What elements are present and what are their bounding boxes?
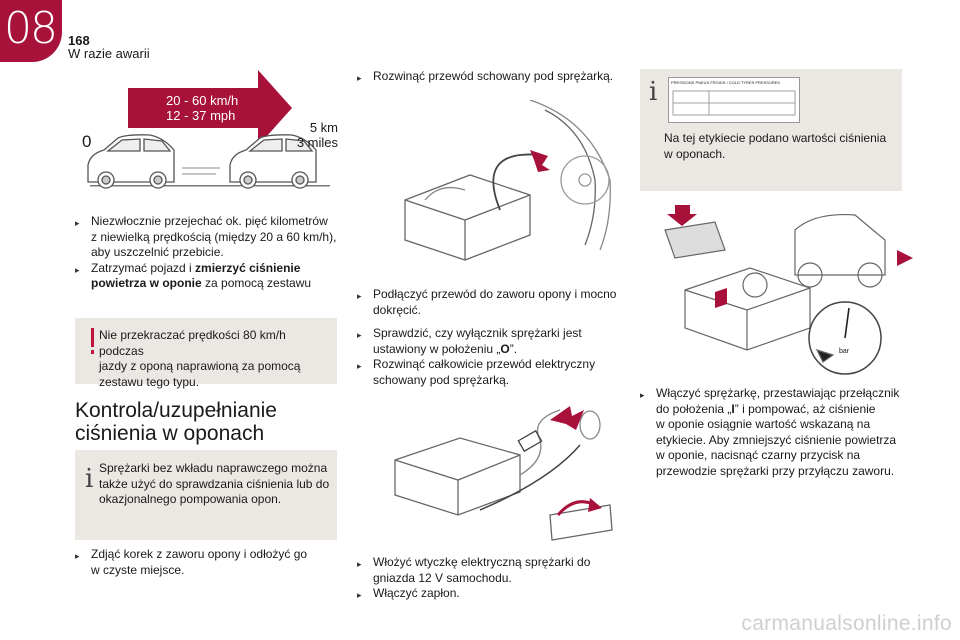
col1-steps: ▸ Niezwłocznie przejechać ok. pięć kilom… [75, 214, 337, 292]
warning-box: Nie przekraczać prędkości 80 km/h podcza… [75, 318, 337, 389]
speed-illustration: 20 - 60 km/h 12 - 37 mph 0 5 km 3 miles [70, 68, 340, 208]
section-title: W razie awarii [68, 46, 150, 61]
bullet-icon: ▸ [357, 361, 362, 371]
bullet-icon: ▸ [75, 218, 80, 228]
bullet-icon: ▸ [357, 73, 362, 83]
distance-km: 5 km [309, 120, 338, 135]
gauge-unit: bar [839, 348, 850, 355]
tyre-label-info-box: i PRESSIONS PNEUS FROIDS / COLD TYRES PR… [640, 69, 902, 191]
watermark: carmanualsonline.info [741, 612, 952, 635]
bullet-icon: ▸ [75, 264, 80, 275]
bullet-icon: ▸ [357, 291, 362, 301]
chapter-number: 08 [4, 3, 58, 54]
gauge-illustration: bar [655, 200, 925, 375]
car-icon [87, 134, 175, 189]
speed-arrow-graphic [87, 70, 330, 189]
list-item: ▸ Podłączyć przewód do zaworu opony i mo… [357, 287, 617, 317]
warning-text: Nie przekraczać prędkości 80 km/h podcza… [99, 328, 301, 389]
speed-kmh-label: 20 - 60 km/h [166, 93, 239, 108]
distance-label: 5 km 3 miles [297, 120, 338, 150]
bullet-icon: ▸ [640, 390, 645, 400]
list-item: ▸ Zdjąć korek z zaworu opony i odłożyć g… [75, 547, 308, 577]
plug-illustration [380, 400, 620, 550]
warning-icon [91, 328, 94, 354]
col2-step-1: ▸ Rozwinąć przewód schowany pod sprężark… [357, 69, 622, 87]
info-icon: i [85, 464, 94, 494]
list-item: ▸ Niezwłocznie przejechać ok. pięć kilom… [75, 214, 337, 259]
speed-mph-label: 12 - 37 mph [166, 108, 236, 123]
list-item: ▸ Rozwinąć przewód schowany pod sprężark… [357, 69, 622, 87]
compressor-tyre-illustration [380, 99, 620, 275]
list-item: ▸ Włożyć wtyczkę elektryczną sprężarki d… [357, 555, 591, 585]
chapter-badge: 08 [0, 0, 62, 62]
bullet-icon: ▸ [75, 551, 80, 561]
info-icon: i [649, 77, 658, 107]
tyre-pressure-label: PRESSIONS PNEUS FROIDS / COLD TYRES PRES… [668, 77, 800, 123]
list-item: ▸ Włączyć zapłon. [357, 586, 622, 604]
info-box: i Sprężarki bez wkładu naprawczego można… [75, 450, 337, 540]
bullet-icon: ▸ [357, 559, 362, 569]
col2-steps-2: ▸ Włożyć wtyczkę elektryczną sprężarki d… [357, 555, 622, 604]
col3-steps: ▸ Włączyć sprężarkę, przestawiając przeł… [640, 386, 910, 479]
distance-miles: 3 miles [296, 135, 338, 150]
list-item: ▸ Sprawdzić, czy wyłącznik sprężarki jes… [357, 326, 582, 356]
page-number: 168 [68, 33, 90, 48]
col2-steps: ▸ Podłączyć przewód do zaworu opony i mo… [357, 287, 622, 388]
list-item: ▸ Włączyć sprężarkę, przestawiając przeł… [640, 386, 900, 478]
bullet-icon: ▸ [357, 590, 362, 600]
list-item: ▸ Rozwinąć całkowicie przewód elektryczn… [357, 357, 596, 387]
tyre-label-info-text: Na tej etykiecie podano wartości ciśnien… [664, 131, 887, 161]
start-label: 0 [82, 132, 92, 151]
col1-steps-2: ▸ Zdjąć korek z zaworu opony i odłożyć g… [75, 547, 337, 578]
bullet-icon: ▸ [357, 330, 362, 340]
car-icon [229, 134, 317, 189]
